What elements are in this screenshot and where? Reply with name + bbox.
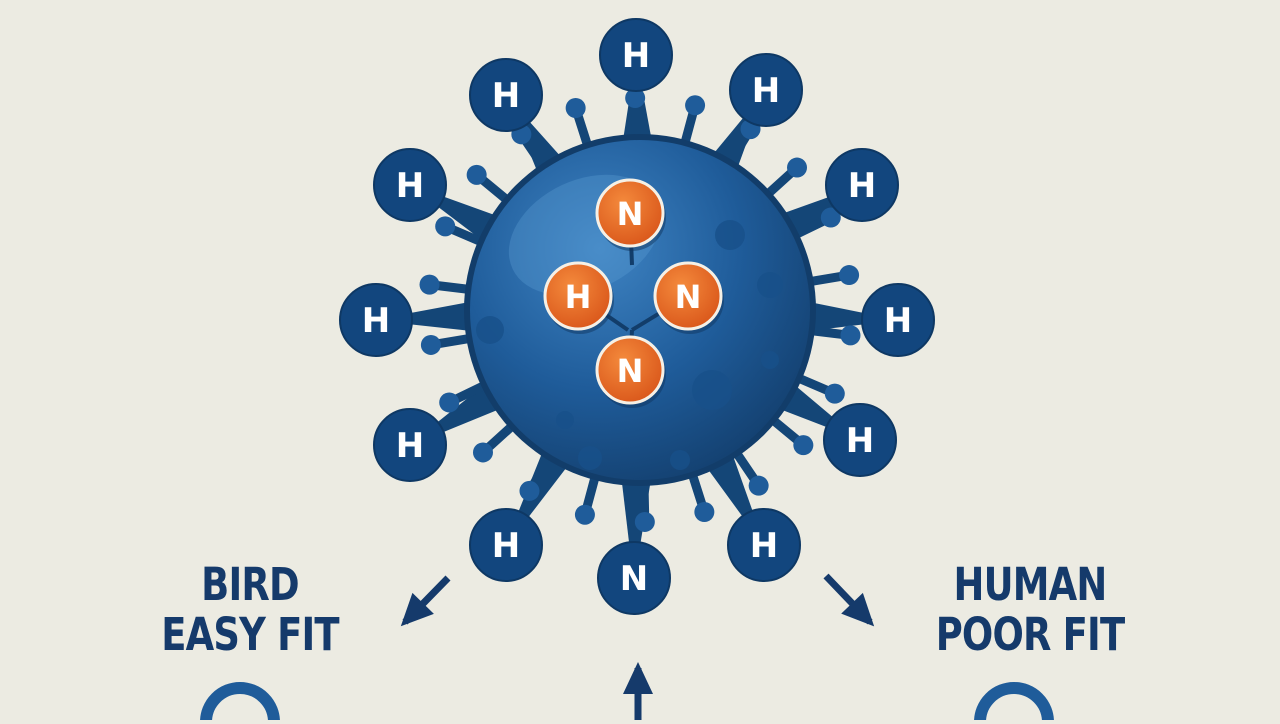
bird-label: BIRD EASY FIT (152, 560, 349, 660)
outer-marker-letter: H (362, 301, 390, 341)
surface-dot (715, 220, 745, 250)
human-label: HUMAN POOR FIT (919, 560, 1140, 660)
spike-knob (472, 442, 493, 463)
outer-marker-circle (469, 508, 543, 582)
spike-knob (787, 157, 808, 178)
outer-marker: H (823, 403, 897, 477)
outer-marker-letter: H (622, 36, 650, 76)
outer-marker-letter: H (846, 421, 874, 461)
human-label-line1: HUMAN (953, 558, 1108, 611)
core-marker-letter: N (675, 278, 702, 316)
core-marker: N (653, 261, 724, 334)
core-marker-circle (595, 178, 665, 248)
spike-knob (565, 98, 586, 119)
outer-marker-circle (599, 18, 673, 92)
outer-marker-circle (339, 283, 413, 357)
outer-marker: H (373, 148, 447, 222)
outer-marker-circle (823, 403, 897, 477)
core-marker-circle (653, 261, 723, 331)
outer-marker-letter: H (492, 76, 520, 116)
receptor-ring-icon (200, 682, 280, 724)
outer-marker-letter: N (620, 559, 648, 599)
surface-dot (761, 351, 779, 369)
outer-marker: H (599, 18, 673, 92)
surface-dot (556, 411, 574, 429)
outer-marker: H (339, 283, 413, 357)
outer-marker: H (825, 148, 899, 222)
surface-dot (757, 272, 783, 298)
spike-knob (634, 511, 655, 532)
receptor-ring-icon (974, 682, 1054, 724)
core-marker-circle (595, 335, 665, 405)
spike-knob (439, 392, 460, 413)
spike-knob (419, 274, 440, 295)
surface-dot (692, 370, 732, 410)
spike-knob (420, 334, 441, 355)
core-marker-letter: N (617, 352, 644, 390)
surface-dot (670, 450, 690, 470)
outer-marker-letter: H (396, 426, 424, 466)
core-marker-circle (543, 261, 613, 331)
outer-marker-letter: H (750, 526, 778, 566)
outer-marker-circle (373, 408, 447, 482)
outer-marker-circle (861, 283, 935, 357)
outer-marker-circle (373, 148, 447, 222)
core-marker-letter: H (565, 278, 592, 316)
outer-marker: H (729, 53, 803, 127)
core-marker: N (595, 335, 666, 408)
outer-marker: H (861, 283, 935, 357)
surface-dot (578, 446, 602, 470)
outer-marker: N (597, 541, 671, 615)
outer-marker-circle (825, 148, 899, 222)
human-label-line2: POOR FIT (935, 608, 1125, 661)
spike-knob (748, 475, 769, 496)
outer-marker-letter: H (396, 166, 424, 206)
spike-knob (685, 95, 706, 116)
outer-marker-circle (469, 58, 543, 132)
spike-knob (435, 216, 456, 237)
spike (405, 300, 481, 333)
outer-marker: H (469, 58, 543, 132)
spike-knob (824, 383, 845, 404)
core-marker-letter: N (617, 195, 644, 233)
bird-label-line2: EASY FIT (161, 608, 339, 661)
arrow-down-left-icon (400, 575, 451, 627)
outer-marker: H (373, 408, 447, 482)
surface-dot (476, 316, 504, 344)
outer-marker-circle (597, 541, 671, 615)
spike-knob (625, 88, 646, 109)
outer-marker: H (469, 508, 543, 582)
outer-marker-letter: H (492, 526, 520, 566)
outer-marker: H (727, 508, 801, 582)
arrow-up-icon (623, 662, 653, 720)
outer-marker-letter: H (884, 301, 912, 341)
spike-knob (820, 207, 841, 228)
spike (799, 300, 869, 333)
spike-knob (840, 325, 861, 346)
outer-marker-letter: H (752, 71, 780, 111)
spike-knob (694, 501, 715, 522)
spike-knob (519, 480, 540, 501)
bird-label-line1: BIRD (201, 558, 299, 611)
spike-knob (793, 435, 814, 456)
arrow-layer (400, 573, 875, 720)
spike-knob (574, 504, 595, 525)
outer-marker-circle (729, 53, 803, 127)
spike-knob (839, 265, 860, 286)
core-marker: N (595, 178, 666, 251)
virus-body (464, 134, 816, 486)
outer-marker-letter: H (848, 166, 876, 206)
outer-marker-circle (727, 508, 801, 582)
arrow-down-right-icon (823, 573, 875, 627)
core-marker: H (543, 261, 614, 334)
spike-knob (466, 164, 487, 185)
